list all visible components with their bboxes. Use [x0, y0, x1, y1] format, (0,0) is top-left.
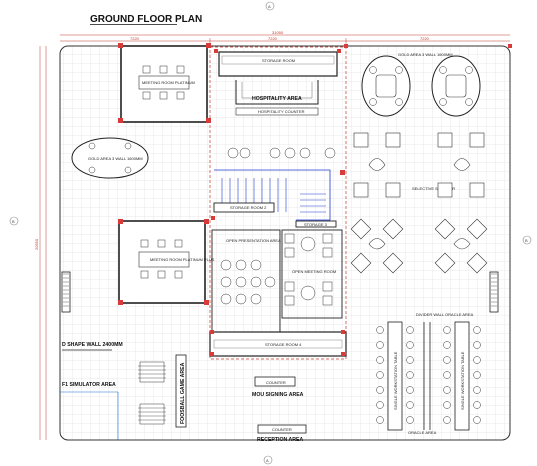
meeting-room-platinum-plus: MEETING ROOM PLATINUM PLUS — [118, 220, 215, 304]
meeting-room-platinum: MEETING ROOM PLATINUM — [120, 45, 208, 123]
label-hospitality-counter: HOSPITALITY COUNTER — [258, 109, 305, 114]
dim-top-total: 31050 — [272, 30, 284, 35]
selective-sponsor-area: SELECTIVE SPONSOR — [350, 132, 488, 274]
stool-row — [227, 147, 336, 159]
label-meeting-platinum-plus: MEETING ROOM PLATINUM PLUS — [150, 257, 215, 262]
label-storage-small: STORAGE 3 — [304, 222, 328, 227]
open-presentation-area: OPEN PRESENTATION AREA — [211, 229, 281, 333]
dim-top-right: 7220 — [420, 36, 430, 41]
open-meeting-room: OPEN MEETING ROOM — [281, 229, 343, 319]
label-meeting-platinum: MEETING ROOM PLATINUM — [142, 80, 195, 85]
label-storage-bottom: STORAGE ROOM 4 — [265, 342, 302, 347]
plan-title: GROUND FLOOR PLAN — [90, 14, 202, 25]
label-d-shape-wall: D SHAPE WALL 2400MM — [62, 342, 123, 348]
label-f1-simulator: F1 SIMULATOR AREA — [62, 382, 116, 388]
section-marker-top: A — [265, 1, 275, 11]
label-open-presentation: OPEN PRESENTATION AREA — [226, 238, 281, 243]
label-gold-area-left: GOLD AREA 3 WALL 1600MM — [88, 156, 143, 161]
label-storage-top: STORAGE ROOM — [262, 58, 295, 63]
label-oracle-top: DIVIDER WALL ORACLE AREA — [416, 312, 474, 317]
label-gold-area-top: GOLD AREA 3 WALL 1600MM — [398, 52, 453, 57]
mou-signing-area: COUNTER MOU SIGNING AREA — [252, 376, 304, 398]
hospitality-area: HOSPITALITY AREA HOSPITALITY COUNTER — [235, 80, 319, 116]
dimension-left: 20550 — [34, 46, 47, 440]
section-marker-right: B — [522, 235, 532, 245]
svg-text:B: B — [12, 219, 15, 224]
svg-text:A: A — [268, 4, 271, 9]
dim-left-total: 20550 — [34, 238, 39, 250]
storage-room-mid: STORAGE ROOM 2 STORAGE 3 — [213, 202, 337, 228]
label-reception: RECEPTION AREA — [257, 437, 303, 443]
gold-area-top: GOLD AREA 3 WALL 1600MM — [361, 52, 481, 117]
label-hospitality: HOSPITALITY AREA — [252, 96, 302, 102]
gold-area-left: GOLD AREA 3 WALL 1600MM — [71, 137, 149, 179]
column-markers — [118, 43, 512, 356]
section-marker-bottom: A — [263, 455, 273, 465]
svg-text:A: A — [266, 458, 269, 463]
label-oracle-bottom: ORACLE AREA — [408, 430, 437, 435]
d-shape-wall: D SHAPE WALL 2400MM — [62, 342, 123, 351]
door-left — [61, 271, 71, 313]
reception-area: COUNTER RECEPTION AREA — [257, 424, 307, 443]
label-counter-reception: COUNTER — [272, 427, 292, 432]
storage-room-bottom: STORAGE ROOM 4 — [209, 331, 347, 357]
section-marker-left: B — [9, 216, 19, 226]
door-right — [489, 271, 499, 313]
label-open-meeting: OPEN MEETING ROOM — [292, 269, 336, 274]
dimension-top: 31050 7220 7220 7220 — [60, 30, 510, 44]
label-selective-sponsor: SELECTIVE SPONSOR — [412, 186, 455, 191]
f1-simulator-area: F1 SIMULATOR AREA — [60, 382, 119, 440]
storage-room-top: STORAGE ROOM — [218, 51, 338, 77]
label-counter-mou: COUNTER — [266, 380, 286, 385]
oracle-area: DIVIDER WALL ORACLE AREA ORACLE AREA SIN… — [376, 312, 481, 435]
label-table-right: SINGLE WORKSTATION TABLE — [460, 351, 465, 410]
dim-top-left: 7220 — [130, 36, 140, 41]
label-table-left: SINGLE WORKSTATION TABLE — [393, 351, 398, 410]
staircase — [214, 169, 331, 221]
label-storage-mid: STORAGE ROOM 2 — [230, 205, 267, 210]
foosball-area: FOOSBALL GAME AREA — [138, 354, 187, 428]
dim-top-mid: 7220 — [268, 36, 278, 41]
label-foosball: FOOSBALL GAME AREA — [180, 362, 186, 424]
svg-text:B: B — [525, 238, 528, 243]
label-mou-signing: MOU SIGNING AREA — [252, 392, 304, 398]
central-core — [209, 46, 347, 360]
